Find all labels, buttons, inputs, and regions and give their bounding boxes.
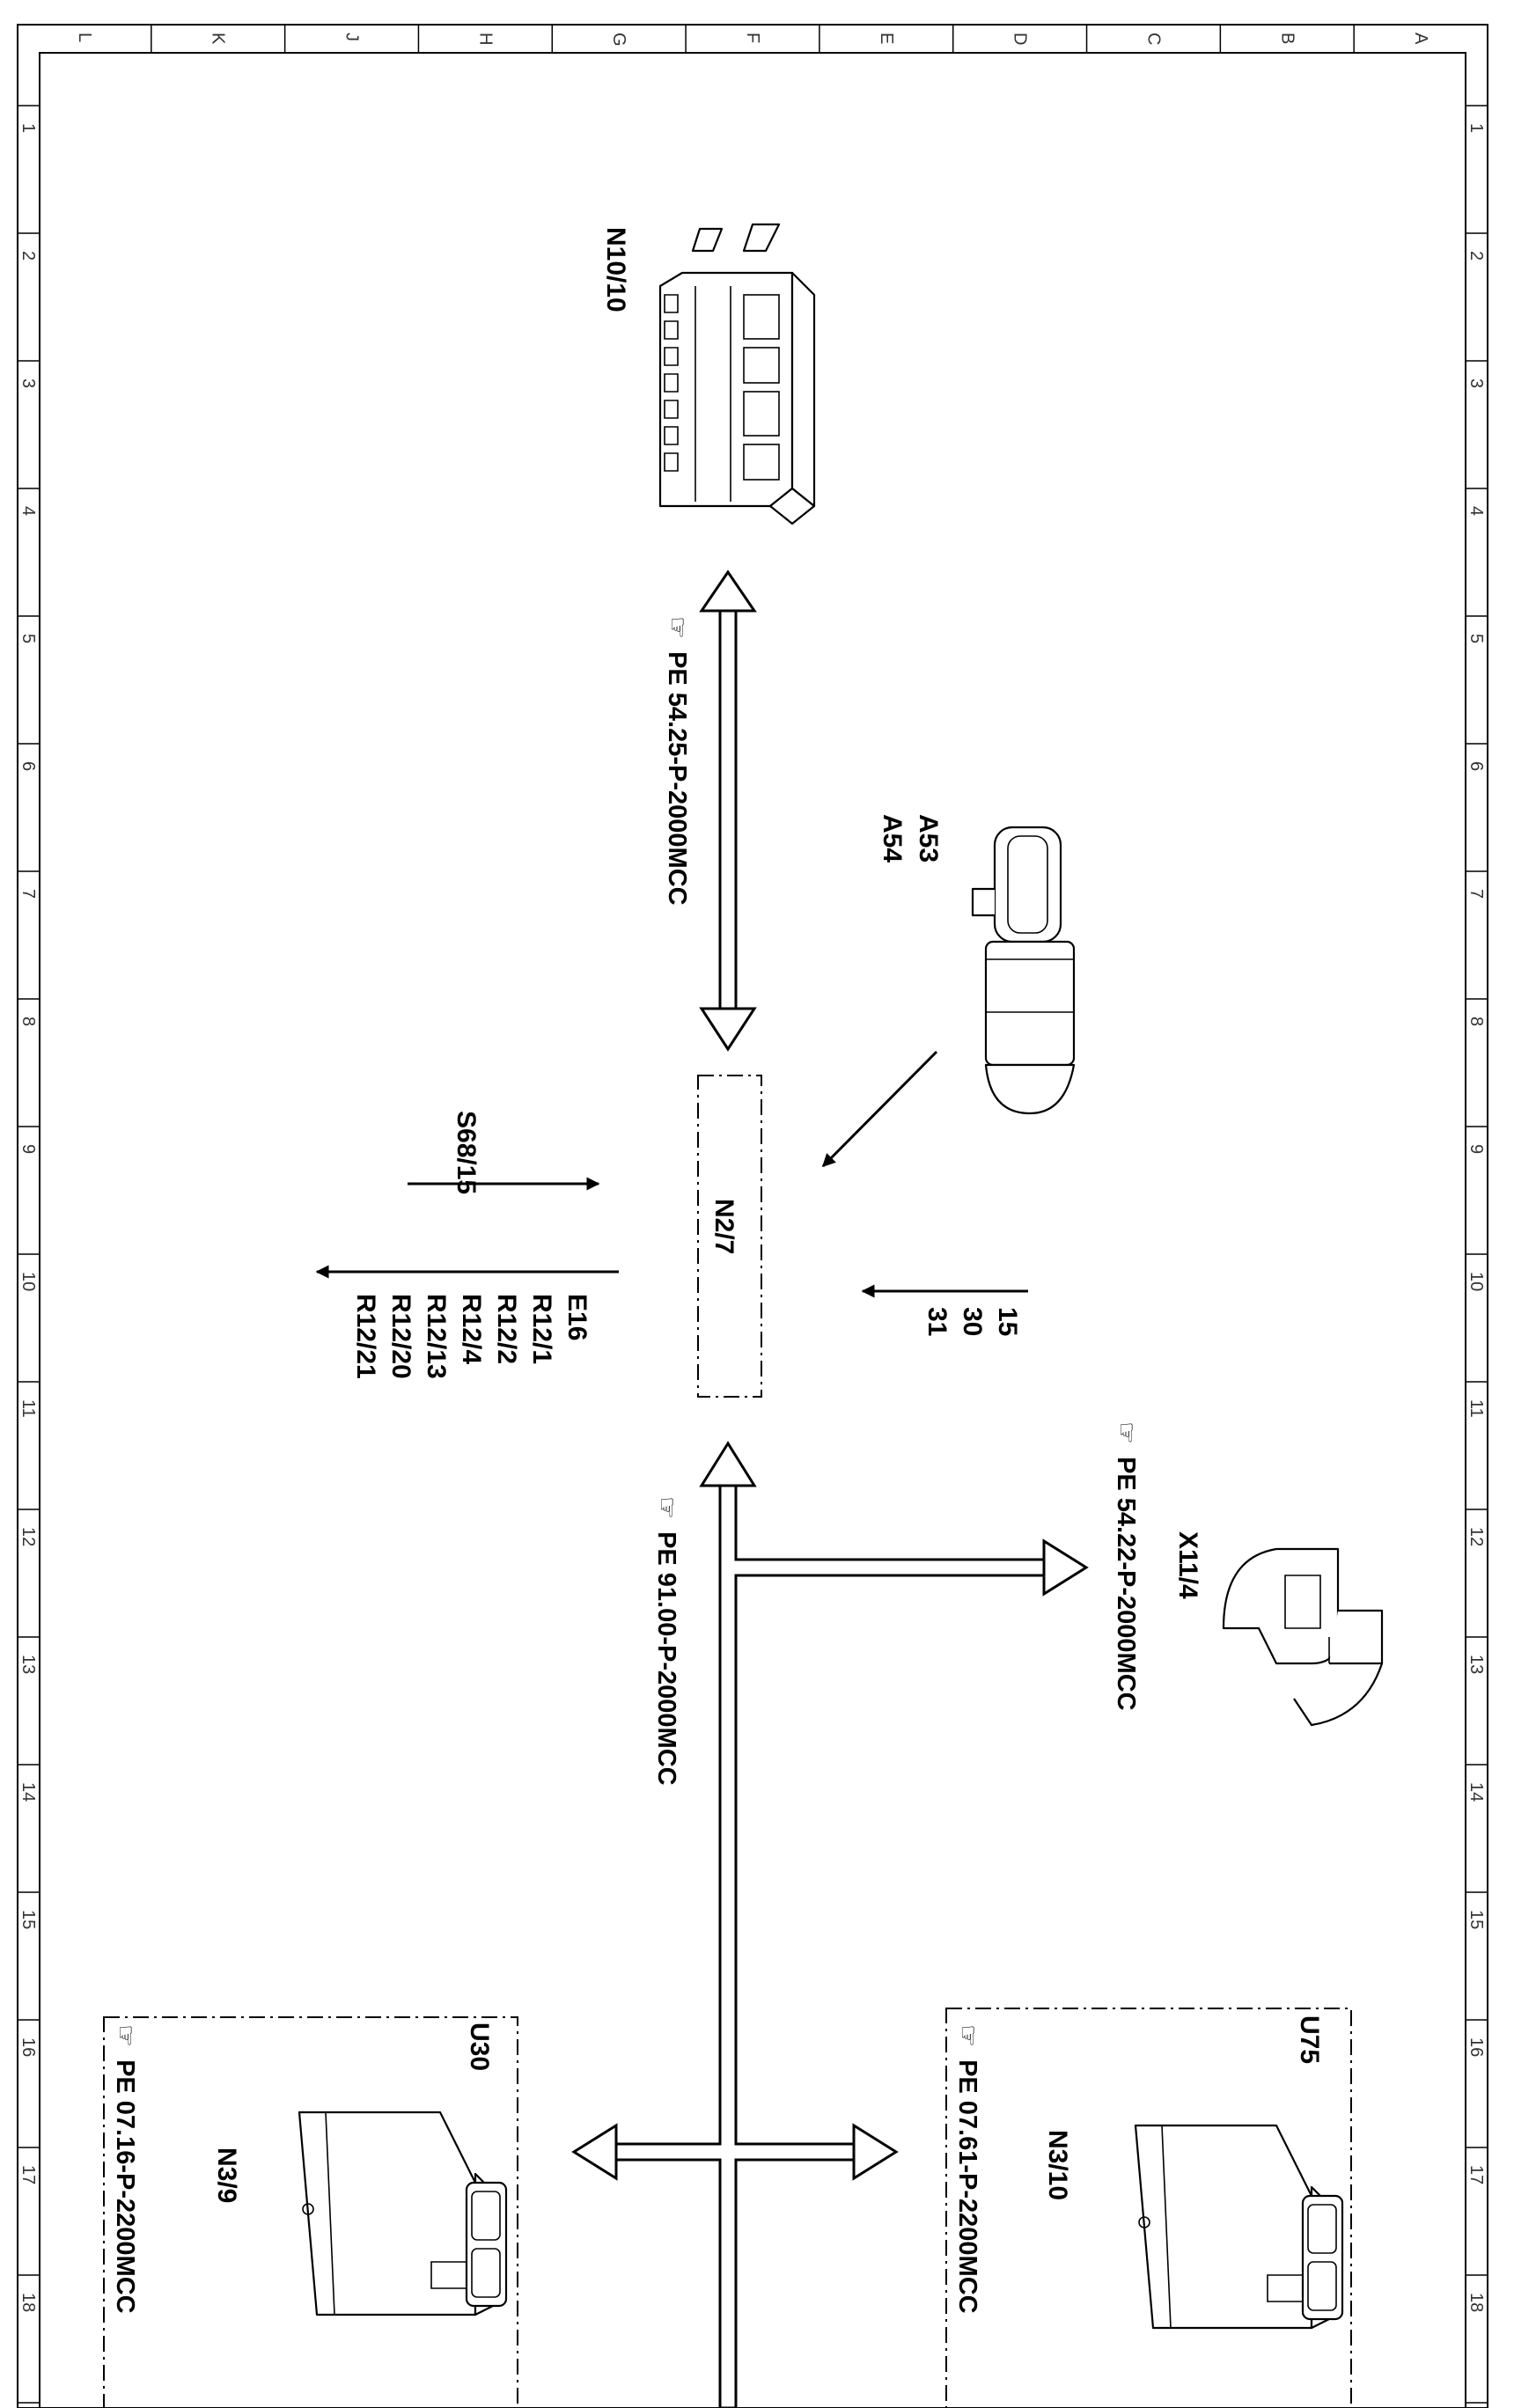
x11-4-label: X11/4 <box>1173 1531 1202 1599</box>
output-item: R12/21 <box>351 1294 380 1379</box>
power-input-item: 15 <box>993 1307 1022 1336</box>
row-label: 17 <box>18 2165 38 2184</box>
row-label: 6 <box>18 761 38 771</box>
column-label: B <box>1277 33 1297 44</box>
a54-label: A54 <box>878 814 907 863</box>
x11-4-connector <box>1222 1547 1384 1727</box>
n10-10-label: N10/10 <box>601 227 630 312</box>
row-label: 8 <box>18 1017 38 1026</box>
row-label: 14 <box>1466 1782 1486 1802</box>
row-label: 3 <box>1466 378 1486 388</box>
row-label: 12 <box>1466 1527 1486 1546</box>
row-label: 4 <box>18 506 38 516</box>
row-label: 10 <box>1466 1272 1486 1291</box>
power-input-item: 30 <box>958 1307 987 1336</box>
a53-arrow <box>821 1050 938 1168</box>
column-label: F <box>743 33 762 43</box>
row-label: 17 <box>1466 2165 1486 2184</box>
row-label: 2 <box>18 251 38 261</box>
row-label: 5 <box>18 634 38 643</box>
row-label: 15 <box>18 1910 38 1929</box>
outputs-list: E16 R12/1 R12/2 R12/4 R12/13 R12/20 R12/… <box>351 1294 592 1379</box>
u30-label: U30 <box>465 2023 494 2071</box>
row-label: 18 <box>1466 2293 1486 2312</box>
column-label: K <box>209 33 228 45</box>
row-label: 9 <box>1466 1144 1486 1154</box>
column-label: H <box>475 33 495 45</box>
row-label: 4 <box>1466 506 1486 516</box>
s68-15-label: S68/15 <box>452 1111 481 1194</box>
output-item: R12/13 <box>422 1294 451 1379</box>
row-label: 1 <box>1466 123 1486 133</box>
output-item: E16 <box>562 1294 592 1340</box>
n2-7-box <box>697 1075 762 1398</box>
pe-91-00-reference: ☞ PE 91.00-P-2000MCC <box>652 1496 680 1786</box>
row-label: 12 <box>18 1527 38 1546</box>
row-label: 10 <box>18 1272 38 1291</box>
output-item: R12/1 <box>527 1294 556 1364</box>
power-inputs: 15 30 31 <box>922 1307 1022 1336</box>
row-label: 16 <box>1466 2037 1486 2057</box>
n2-7-label: N2/7 <box>709 1199 739 1254</box>
n3-10-module <box>1134 2124 1344 2330</box>
column-label: J <box>342 33 362 41</box>
power-input-item: 31 <box>922 1307 952 1336</box>
n10-10-module <box>658 223 816 525</box>
pe-54-25-reference: ☞ PE 54.25-P-2000MCC <box>663 616 691 906</box>
row-label: 15 <box>1466 1910 1486 1929</box>
n3-10-label: N3/10 <box>1043 2130 1072 2200</box>
output-item: R12/2 <box>492 1294 521 1364</box>
row-label: 16 <box>18 2037 38 2057</box>
u30-box <box>103 2016 518 2408</box>
row-label: 11 <box>1466 1399 1486 1418</box>
column-label: A <box>1411 33 1430 45</box>
output-item: R12/20 <box>386 1294 415 1379</box>
column-label: C <box>1143 33 1163 45</box>
row-label: 3 <box>18 378 38 388</box>
reference-hand-icon: ☞ <box>1112 1421 1140 1444</box>
row-label: 9 <box>18 1144 38 1154</box>
column-label: G <box>609 33 628 47</box>
column-label: D <box>1011 33 1030 45</box>
row-label: 8 <box>1466 1017 1486 1026</box>
row-label: 13 <box>18 1655 38 1674</box>
pe-07-61-reference: ☞ PE 07.61-P-2200MCC <box>953 2024 981 2314</box>
row-label: 18 <box>18 2293 38 2312</box>
row-label: 7 <box>18 889 38 899</box>
n3-9-module <box>298 2111 508 2316</box>
column-label: L <box>75 33 94 42</box>
a53-label: A53 <box>914 814 943 863</box>
reference-hand-icon: ☞ <box>663 616 691 639</box>
u75-label: U75 <box>1295 2015 1324 2064</box>
row-label: 6 <box>1466 761 1486 771</box>
n3-9-label: N3/9 <box>212 2147 241 2203</box>
row-label: 2 <box>1466 251 1486 261</box>
row-label: 11 <box>18 1399 38 1418</box>
reference-hand-icon: ☞ <box>652 1496 680 1519</box>
row-label: 5 <box>1466 634 1486 643</box>
column-label: E <box>877 33 896 44</box>
pe-07-16-reference: ☞ PE 07.16-P-2200MCC <box>111 2024 139 2314</box>
reference-hand-icon: ☞ <box>111 2024 139 2047</box>
row-label: 7 <box>1466 889 1486 899</box>
row-label: 14 <box>18 1782 38 1802</box>
reference-hand-icon: ☞ <box>953 2024 981 2047</box>
can-bus-top <box>699 569 757 1052</box>
output-item: R12/4 <box>457 1294 486 1364</box>
row-label: 1 <box>18 123 38 133</box>
row-label: 13 <box>1466 1655 1486 1674</box>
can-bus-bottom <box>571 1441 1089 2408</box>
a53-a54-sensor <box>971 826 1076 1115</box>
pe-54-22-reference: ☞ PE 54.22-P-2000MCC <box>1112 1421 1140 1711</box>
